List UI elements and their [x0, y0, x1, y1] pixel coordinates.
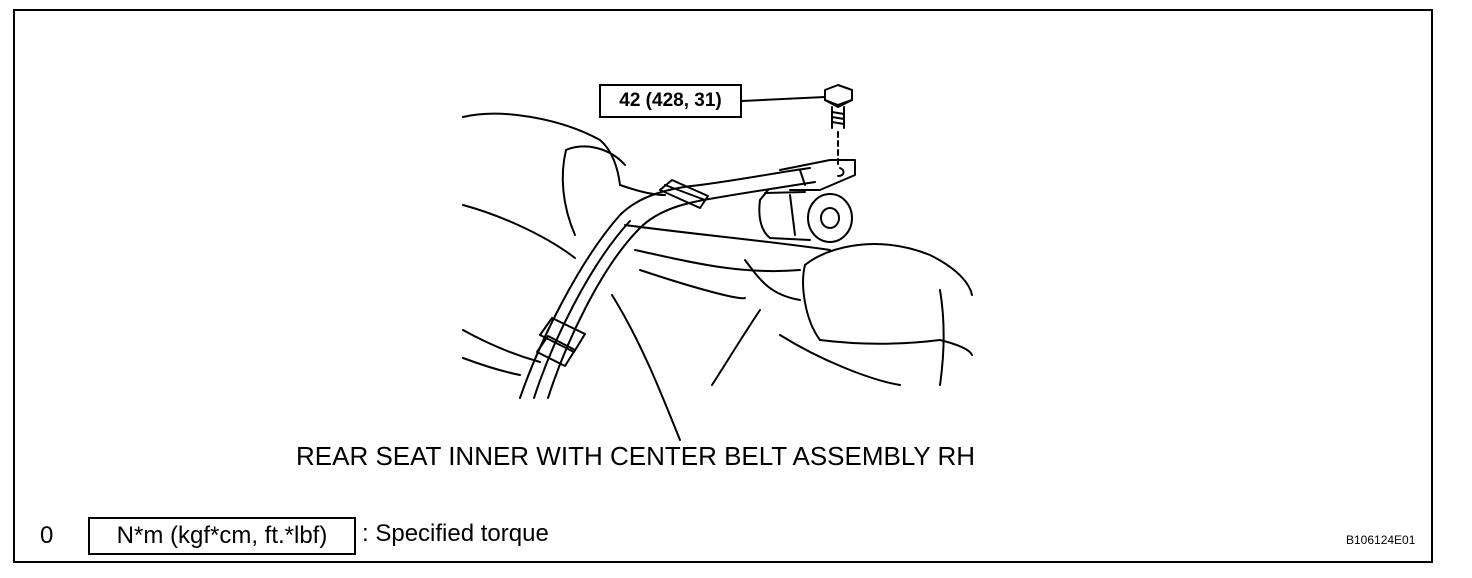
- torque-legend-description: : Specified torque: [362, 520, 549, 547]
- mounting-bolt: [824, 84, 853, 166]
- belt-webbing: [519, 167, 816, 399]
- left-seatback-outline: [462, 112, 666, 376]
- retractor-assembly: [758, 159, 856, 243]
- part-name-label: REAR SEAT INNER WITH CENTER BELT ASSEMBL…: [296, 441, 976, 471]
- torque-value-callout: 42 (428, 31): [599, 84, 742, 118]
- part-leader-line: [611, 294, 681, 441]
- upper-belt-guide: [659, 179, 709, 209]
- lower-belt-guide: [536, 317, 586, 367]
- figure-id: B106124E01: [1346, 533, 1416, 547]
- torque-legend-symbol: 0: [40, 522, 54, 549]
- torque-leader-line: [741, 96, 826, 102]
- right-headrest-outline: [711, 243, 973, 386]
- figure-frame: [13, 9, 1433, 563]
- seatback-top-edge: [624, 224, 831, 301]
- torque-unit-box: N*m (kgf*cm, ft.*lbf): [88, 517, 356, 555]
